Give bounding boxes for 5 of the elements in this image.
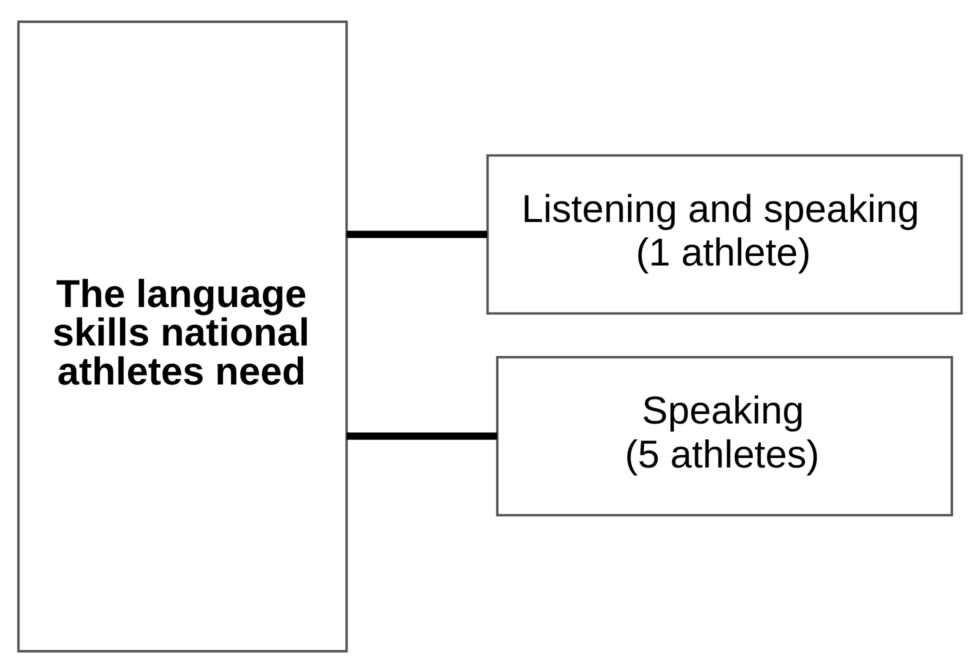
node-box: Speaking (5 athletes)	[496, 355, 954, 516]
node-box: Listening and speaking (1 athlete)	[486, 154, 963, 314]
connector	[346, 230, 488, 238]
node-box: The language skills national athletes need	[17, 20, 348, 652]
connector	[346, 432, 498, 440]
